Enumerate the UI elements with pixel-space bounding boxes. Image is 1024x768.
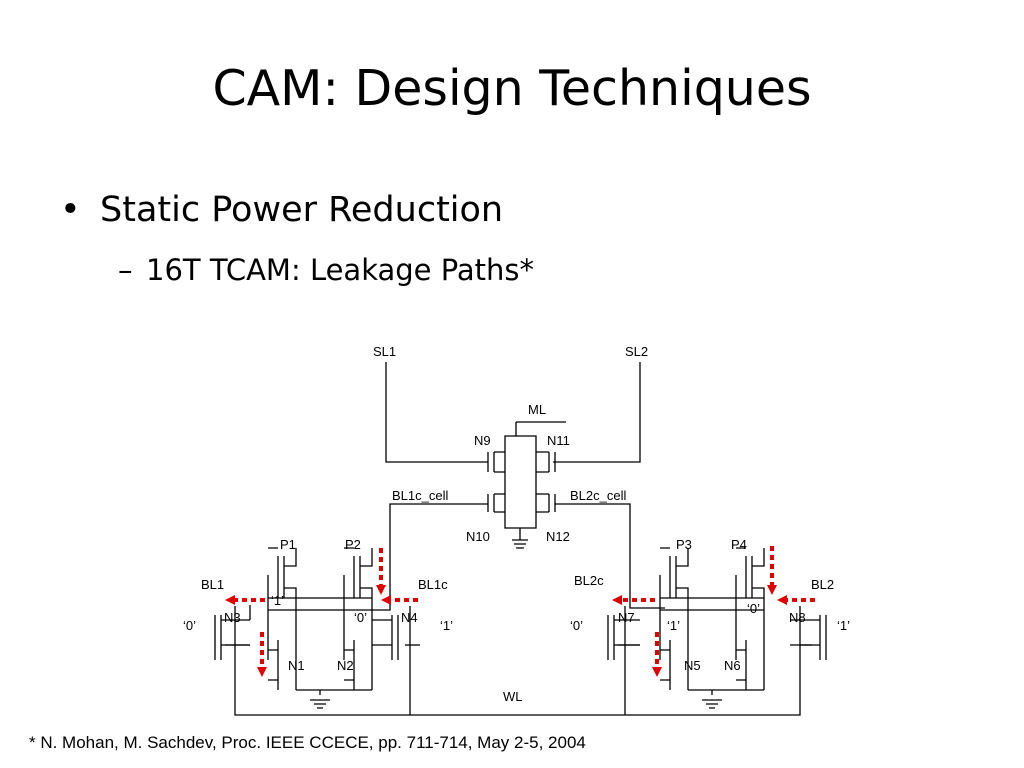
wires: [214, 362, 827, 716]
bullet-text: Static Power Reduction: [100, 190, 504, 230]
label-ml: ML: [528, 402, 546, 417]
label-cell1-q: ‘1’: [271, 593, 284, 608]
label-bl2-value: ‘1’: [837, 618, 850, 633]
bullet-marker: •: [60, 190, 81, 230]
label-bl2c: BL2c: [574, 573, 604, 588]
citation-footnote: * N. Mohan, M. Sachdev, Proc. IEEE CCECE…: [29, 733, 586, 752]
label-p4: P4: [731, 537, 747, 552]
label-cell1-qb: ‘0’: [354, 610, 367, 625]
label-bl1c: BL1c: [418, 577, 448, 592]
label-bl1-value: ‘0’: [183, 618, 196, 633]
label-n4: N4: [401, 610, 418, 625]
label-n12: N12: [546, 529, 570, 544]
label-wl: WL: [503, 689, 523, 704]
leakage-arrows: [225, 546, 815, 677]
label-cell2-qb: ‘0’: [747, 601, 760, 616]
diagram-labels: SL1 SL2 ML N9 N11 BL1c_cell BL2c_cell N1…: [183, 344, 850, 704]
label-bl1c-cell: BL1c_cell: [392, 488, 448, 503]
label-n8: N8: [789, 610, 806, 625]
sub-bullet-text: 16T TCAM: Leakage Paths*: [146, 253, 535, 287]
slide-title: CAM: Design Techniques: [212, 60, 812, 117]
label-n7: N7: [618, 610, 635, 625]
bullet-static-power: • Static Power Reduction: [60, 190, 503, 230]
label-sl2: SL2: [625, 344, 648, 359]
label-cell2-q: ‘1’: [667, 618, 680, 633]
label-n6: N6: [724, 658, 741, 673]
label-bl1c-value: ‘1’: [440, 618, 453, 633]
label-n9: N9: [474, 433, 491, 448]
sub-bullet-leakage-paths: – 16T TCAM: Leakage Paths*: [118, 253, 534, 287]
label-sl1: SL1: [373, 344, 396, 359]
label-n11: N11: [547, 433, 570, 448]
sub-bullet-marker: –: [118, 253, 133, 287]
label-p2: P2: [345, 537, 361, 552]
label-n10: N10: [466, 529, 490, 544]
label-bl2c-cell: BL2c_cell: [570, 488, 626, 503]
label-bl2: BL2: [811, 577, 834, 592]
label-n1: N1: [288, 658, 305, 673]
label-n5: N5: [684, 658, 701, 673]
label-p1: P1: [280, 537, 296, 552]
label-bl2c-value: ‘0’: [570, 618, 583, 633]
label-p3: P3: [676, 537, 692, 552]
label-n3: N3: [224, 610, 241, 625]
label-bl1: BL1: [201, 577, 224, 592]
label-n2: N2: [337, 658, 354, 673]
